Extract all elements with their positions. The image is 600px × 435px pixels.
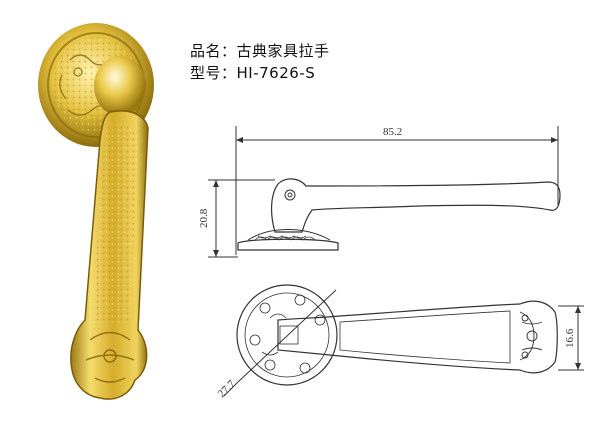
rose-dim-line — [237, 289, 337, 383]
top-rose-ornament — [249, 294, 326, 374]
top-tip-ornament — [519, 311, 543, 361]
product-name: 品名：古典家具拉手 — [190, 42, 330, 60]
side-lever — [271, 178, 561, 233]
knob — [94, 56, 146, 116]
handle-photo — [38, 23, 154, 400]
length-label: 85.2 — [383, 126, 402, 138]
lever-width-label: 16.6 — [564, 328, 576, 348]
product-model: 型号：HI-7626-S — [190, 64, 316, 82]
top-lever — [277, 300, 558, 374]
tip-ornament — [85, 331, 135, 383]
side-screw — [284, 189, 296, 201]
side-base — [237, 238, 339, 251]
top-rose-outer — [236, 284, 338, 386]
height-label: 20.8 — [198, 208, 210, 228]
rose-diameter-label: 27.7 — [216, 378, 238, 400]
